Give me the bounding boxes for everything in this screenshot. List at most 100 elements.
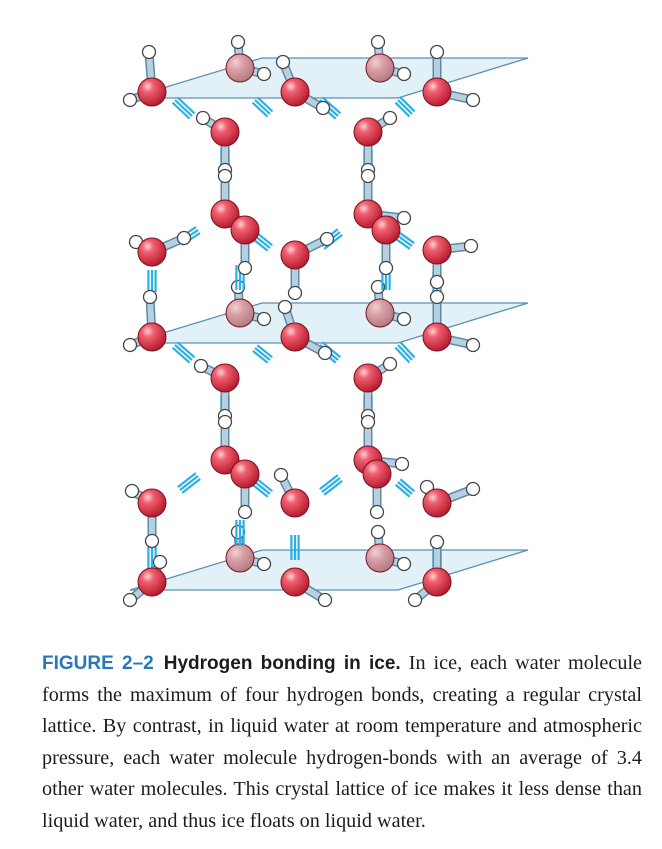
hydrogen-bond: [171, 96, 196, 120]
hydrogen-bond-line: [399, 232, 415, 244]
hydrogen-bond-line: [254, 347, 271, 361]
hydrogen-atom: [370, 34, 386, 50]
hydrogen-bond-line: [256, 478, 273, 493]
oxygen-atom: [210, 199, 240, 229]
hydrogen-atom: [217, 168, 233, 184]
hydrogen-bond-line: [181, 477, 201, 494]
oxygen-atom: [210, 117, 240, 147]
ice-layer-planes: [129, 57, 529, 591]
water-molecule: [365, 34, 412, 83]
oxygen-atom: [353, 117, 383, 147]
hydrogen-atom: [396, 311, 412, 327]
hydrogen-atom: [319, 231, 335, 247]
hydrogen-atom: [382, 356, 398, 372]
water-molecule: [128, 230, 192, 267]
hydrogen-atom: [193, 358, 209, 374]
hydrogen-bond-line: [394, 346, 411, 364]
hydrogen-atom: [370, 524, 386, 540]
oxygen-atom: [210, 445, 240, 475]
hydrogen-atom: [429, 274, 445, 290]
hydrogen-atom: [360, 168, 376, 184]
hydrogen-atom: [237, 504, 253, 520]
hydrogen-atom: [315, 100, 331, 116]
hydrogen-atom: [382, 110, 398, 126]
water-molecule: [280, 231, 335, 301]
water-molecule: [275, 54, 331, 116]
figure-text: In ice, each water molecule forms the ma…: [42, 652, 643, 832]
oxygen-atom: [137, 488, 167, 518]
hydrogen-atom: [195, 110, 211, 126]
oxygen-atom: [137, 237, 167, 267]
hydrogen-bond: [394, 478, 416, 498]
hydrogen-bond: [290, 535, 300, 560]
oxygen-atom: [280, 567, 310, 597]
hydrogen-bond-line: [321, 96, 342, 115]
hydrogen-atom: [429, 534, 445, 550]
oxygen-atom: [422, 77, 452, 107]
hydrogen-atom: [122, 92, 138, 108]
back-molecules: [225, 34, 412, 573]
hydrogen-atom: [230, 34, 246, 50]
hydrogen-atom: [124, 483, 140, 499]
hydrogen-atom: [273, 467, 289, 483]
oxygen-atom: [365, 53, 395, 83]
water-molecule: [225, 34, 272, 83]
hydrogen-atom: [217, 414, 233, 430]
hydrogen-atom: [317, 345, 333, 361]
hydrogen-bond: [319, 474, 343, 496]
oxygen-atom: [280, 488, 310, 518]
hydrogen-bond: [394, 96, 416, 118]
hydrogen-atom: [396, 210, 412, 226]
hydrogen-bond-line: [395, 238, 411, 250]
oxygen-atom: [353, 363, 383, 393]
water-molecule: [362, 459, 392, 520]
oxygen-atom: [371, 215, 401, 245]
hydrogen-atom: [256, 66, 272, 82]
water-molecule: [365, 279, 412, 328]
water-molecule: [122, 554, 168, 608]
hydrogen-atom: [465, 337, 481, 353]
hydrogen-atom: [396, 556, 412, 572]
hydrogen-bond-line: [256, 344, 273, 359]
figure-title: Hydrogen bonding in ice.: [163, 653, 401, 674]
water-molecule: [230, 215, 260, 276]
hydrogen-atom: [277, 299, 293, 315]
hydrogen-atom: [275, 54, 291, 70]
oxygen-atom: [280, 77, 310, 107]
water-molecule: [225, 279, 272, 328]
hydrogen-bond: [394, 341, 416, 364]
oxygen-atom: [210, 363, 240, 393]
hydrogen-atom: [256, 311, 272, 327]
water-molecule: [419, 479, 481, 518]
hydrogen-atom: [152, 554, 168, 570]
hydrogen-atom: [256, 556, 272, 572]
hydrogen-bond-line: [397, 235, 413, 247]
oxygen-atom: [365, 298, 395, 328]
hydrogen-atom: [465, 92, 481, 108]
oxygen-atom: [422, 235, 452, 265]
oxygen-atom: [225, 53, 255, 83]
hydrogen-bond-line: [171, 346, 191, 364]
hydrogen-atom: [141, 44, 157, 60]
oxygen-atom: [230, 459, 260, 489]
hydrogen-atom: [369, 504, 385, 520]
front-molecules: [122, 44, 481, 608]
hydrogen-bond: [177, 472, 201, 494]
oxygen-atom: [280, 240, 310, 270]
hydrogen-bond: [395, 232, 415, 250]
water-molecule: [122, 289, 167, 353]
hydrogen-atom: [122, 592, 138, 608]
oxygen-atom: [280, 322, 310, 352]
water-molecule: [225, 524, 272, 573]
hydrogen-atom: [407, 592, 423, 608]
oxygen-atom: [137, 77, 167, 107]
water-molecule: [277, 299, 333, 361]
hydrogen-bond-line: [399, 341, 416, 359]
oxygen-atom: [422, 567, 452, 597]
hydrogen-bond-line: [397, 481, 413, 495]
figure-caption: FIGURE 2–2 Hydrogen bonding in ice. In ic…: [42, 648, 642, 837]
figure-label: FIGURE 2–2: [42, 653, 154, 674]
water-molecule: [422, 235, 479, 290]
hydrogen-atom: [429, 289, 445, 305]
